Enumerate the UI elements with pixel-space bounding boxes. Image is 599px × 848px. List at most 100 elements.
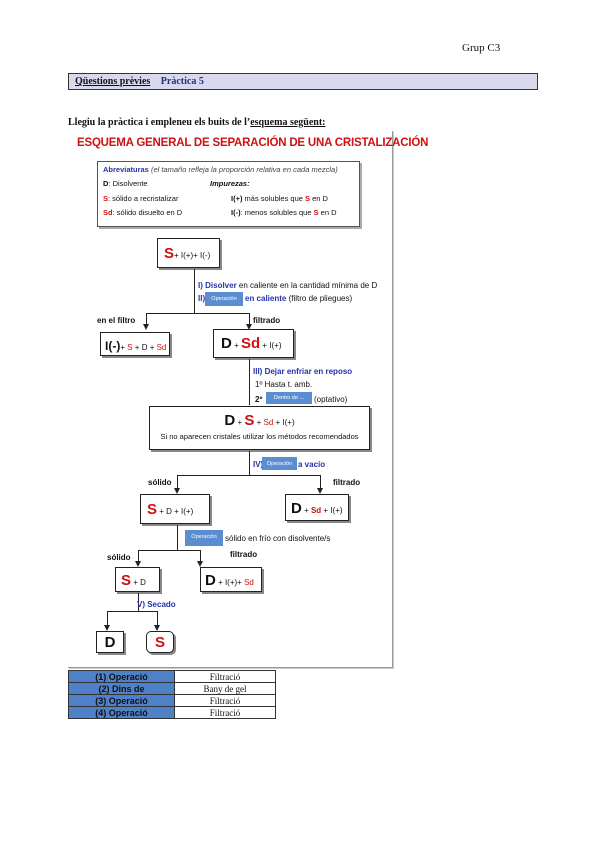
answer-key-1: (1) Operació bbox=[68, 670, 175, 683]
practice-label: Pràctica 5 bbox=[160, 76, 204, 87]
connector-1 bbox=[194, 269, 195, 313]
box-solid-1: S + D + I(+) bbox=[140, 494, 210, 524]
answer-key-3: (3) Operació bbox=[68, 694, 175, 707]
label-solid-1: sólido bbox=[148, 478, 172, 487]
box-filter-rest: + D + bbox=[132, 343, 157, 352]
step-4-bold: a vacío bbox=[298, 460, 326, 469]
table-row: (3) Operació Filtració bbox=[68, 694, 276, 707]
box-cryst-d: D bbox=[224, 412, 236, 429]
split-3-left bbox=[138, 550, 139, 562]
abbr-iplus-end: en D bbox=[310, 194, 328, 203]
box-filtrate3-rest: + I(+)+ bbox=[215, 578, 245, 587]
box-filtrate-rest: + I(+) bbox=[260, 341, 282, 350]
arrow-down-icon bbox=[317, 488, 323, 494]
blank-2-inside[interactable]: Dentro de ... bbox=[266, 392, 312, 404]
box-filtrate2-d: D bbox=[291, 500, 302, 517]
split-4-right bbox=[157, 611, 158, 626]
box-cryst-sd: Sd bbox=[263, 418, 274, 427]
label-in-filter: en el filtro bbox=[97, 316, 136, 325]
connector-5 bbox=[138, 593, 139, 611]
box-filtrate-sd: Sd bbox=[240, 335, 261, 352]
box-filtrate-2: D + Sd + I(+) bbox=[285, 494, 349, 521]
box-final-d: D bbox=[96, 631, 124, 653]
box-final-s: S bbox=[146, 631, 174, 653]
answer-key-2: (2) Dins de bbox=[68, 682, 175, 695]
split-2-left bbox=[177, 475, 178, 489]
blank-3-operation[interactable]: Operación bbox=[262, 457, 297, 470]
arrow-down-icon bbox=[143, 324, 149, 330]
box-solid2-s: S bbox=[121, 572, 132, 589]
split-1-line bbox=[146, 313, 249, 314]
box-solid2-rest: + D bbox=[131, 578, 146, 587]
split-3-line bbox=[138, 550, 200, 551]
box-filter-residue: I(-)+ S + D + Sd bbox=[100, 332, 170, 356]
split-4-left bbox=[107, 611, 108, 626]
box-cryst-end: + I(+) bbox=[273, 418, 295, 427]
group-label: Grup C3 bbox=[462, 42, 501, 54]
abbr-s-key: S bbox=[103, 194, 109, 203]
box-start-rest: + I(+)+ I(-) bbox=[174, 251, 211, 260]
split-1-left bbox=[146, 313, 147, 325]
box-filtrate3-sd: Sd bbox=[244, 578, 254, 587]
step-4-num: IV) bbox=[253, 460, 264, 469]
step-1-rest: en caliente en la cantidad mínima de D bbox=[236, 281, 378, 290]
abbreviations-box: Abreviaturas (el tamaño refleja la propo… bbox=[97, 161, 360, 227]
step-2-rest: (filtro de pliegues) bbox=[286, 294, 353, 303]
step-2-text: en caliente (filtro de pliegues) bbox=[245, 294, 352, 303]
box-filtrate2-sd: Sd bbox=[310, 506, 322, 515]
instruction-text: Llegiu la pràctica i empleneu els buits … bbox=[68, 117, 326, 128]
table-row: (4) Operació Filtració bbox=[68, 706, 276, 719]
box-filtrate-d: D bbox=[221, 335, 232, 352]
abbr-sd-key: Sd bbox=[103, 208, 113, 217]
step-4-text: a vacío bbox=[298, 460, 325, 469]
arrow-down-icon bbox=[246, 324, 252, 330]
step-5-text: sólido en frío con disolvente/s bbox=[225, 534, 331, 543]
step-1: I) Disolver en caliente en la cantidad m… bbox=[198, 281, 377, 290]
step-6: V) Secado bbox=[137, 600, 176, 609]
box-solid1-rest: + D + I(+) bbox=[157, 507, 194, 516]
box-cryst-s: S bbox=[244, 412, 255, 429]
arrow-down-icon bbox=[154, 625, 160, 631]
arrow-down-icon bbox=[197, 561, 203, 567]
abbr-d-text: : Disolvente bbox=[108, 179, 148, 188]
label-filtrate-1: filtrado bbox=[253, 316, 281, 325]
answer-value-3[interactable]: Filtració bbox=[174, 694, 276, 707]
box-filter-sd: Sd bbox=[156, 343, 167, 352]
blank-1-operation[interactable]: Operación bbox=[205, 292, 243, 306]
answer-value-4[interactable]: Filtració bbox=[174, 706, 276, 719]
abbr-iplus-s: S bbox=[305, 194, 311, 203]
scheme-title: ESQUEMA GENERAL DE SEPARACIÓN DE UNA CRI… bbox=[77, 137, 429, 149]
answers-table: (1) Operació Filtració (2) Dins de Bany … bbox=[68, 670, 276, 719]
instruction-emphasis: esquema següent: bbox=[250, 117, 326, 128]
abbr-iminus-text: : menos solubles que bbox=[240, 208, 314, 217]
box-start-mixture: S+ I(+)+ I(-) bbox=[157, 238, 220, 268]
arrow-down-icon bbox=[104, 625, 110, 631]
box-start-s: S bbox=[164, 245, 175, 262]
box-cryst-rest: + bbox=[254, 418, 264, 427]
connector-2 bbox=[249, 359, 250, 405]
abbr-s-text: : sólido a recristalizar bbox=[108, 194, 179, 203]
box-filtrate3-d: D bbox=[205, 572, 216, 589]
scheme-frame bbox=[68, 131, 393, 668]
box-filtrate-3: D + I(+)+ Sd bbox=[200, 567, 262, 592]
answer-value-1[interactable]: Filtració bbox=[174, 670, 276, 683]
section-title: Qüestions prèvies bbox=[75, 76, 151, 87]
step-3: III) Dejar enfriar en reposo bbox=[253, 367, 352, 376]
step-3b-num: 2º bbox=[255, 395, 263, 404]
blank-4-operation[interactable]: Operación bbox=[185, 530, 223, 546]
box-cryst-note: Si no aparecen cristales utilizar los mé… bbox=[160, 432, 359, 441]
box-solid1-s: S bbox=[147, 501, 158, 518]
answer-value-2[interactable]: Bany de gel bbox=[174, 682, 276, 695]
connector-4 bbox=[177, 525, 178, 550]
step-3b-end: (optativo) bbox=[314, 395, 348, 404]
box-cryst-plus: + bbox=[235, 418, 245, 427]
step-3a: 1º Hasta t. amb. bbox=[255, 380, 313, 389]
answer-key-4: (4) Operació bbox=[68, 706, 175, 719]
split-2-line bbox=[177, 475, 320, 476]
label-solid-2: sólido bbox=[107, 553, 131, 562]
label-filtrate-2: filtrado bbox=[333, 478, 361, 487]
split-4-line bbox=[107, 611, 157, 612]
abbr-sd-text: : sólido disuelto en D bbox=[112, 208, 183, 217]
arrow-down-icon bbox=[174, 488, 180, 494]
split-3-right bbox=[200, 550, 201, 562]
